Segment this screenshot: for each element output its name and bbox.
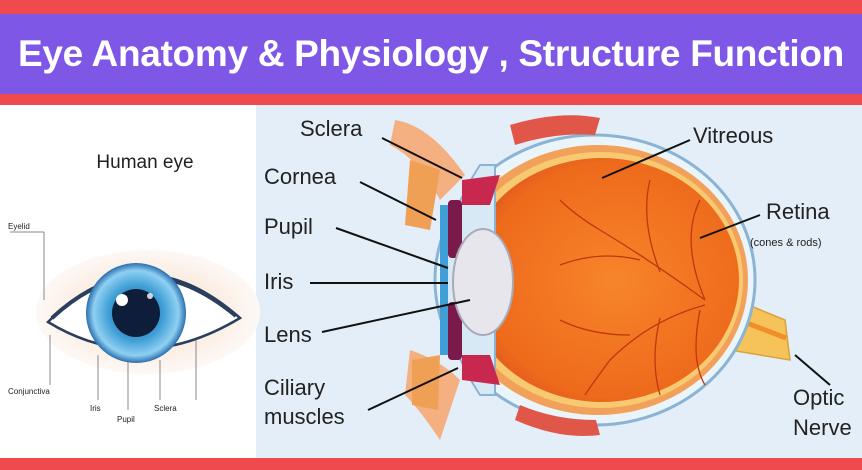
- cross-section-illustration: [390, 115, 790, 440]
- conjunctiva-label: Conjunctiva: [8, 387, 50, 396]
- retina-sublabel: (cones & rods): [750, 237, 822, 249]
- lens-drawing: [453, 229, 513, 335]
- vitreous-label: Vitreous: [693, 123, 773, 148]
- iris-label: Iris: [264, 269, 293, 294]
- left-pupil-label: Pupil: [117, 415, 135, 424]
- eyelid-label: Eyelid: [8, 222, 30, 231]
- ciliary-label-line2: muscles: [264, 404, 345, 429]
- cornea-label: Cornea: [264, 164, 337, 189]
- ciliary-label-line1: Ciliary: [264, 375, 325, 400]
- human-eye-heading: Human eye: [96, 152, 193, 173]
- external-eye-illustration: [36, 250, 260, 374]
- left-sclera-label: Sclera: [154, 404, 177, 413]
- optic-label-line2: Nerve: [793, 415, 852, 440]
- sclera-label: Sclera: [300, 116, 363, 141]
- left-iris-label: Iris: [90, 404, 101, 413]
- retina-label: Retina: [766, 199, 830, 224]
- lens-label: Lens: [264, 322, 312, 347]
- pupil-label: Pupil: [264, 214, 313, 239]
- optic-label-line1: Optic: [793, 385, 844, 410]
